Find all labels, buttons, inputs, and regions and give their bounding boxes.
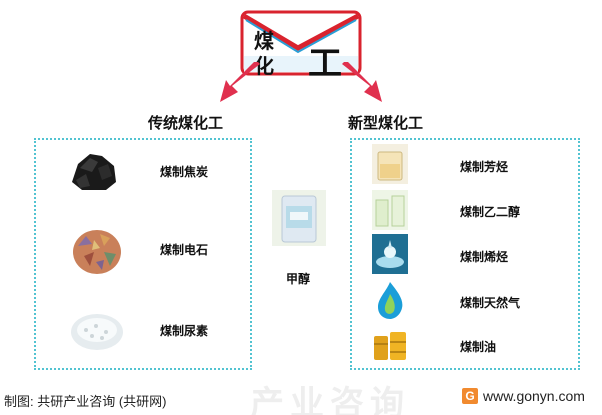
calcium-carbide-image [73,230,121,274]
methanol-bottle-image [272,190,326,246]
arrow-to-modern [342,62,382,102]
natural-gas-flame-icon [378,282,403,319]
ethylene-glycol-image [372,190,408,230]
label-coal-to-olefins: 煤制烯烃 [460,250,509,264]
brand-url: www.gonyn.com [483,388,585,404]
logo-char-chem: 化 [254,54,274,78]
label-coal-to-oil: 煤制油 [460,340,497,354]
modern-title: 新型煤化工 [348,114,424,132]
logo-char-industry: 工 [308,44,342,84]
arrow-to-traditional [220,62,260,102]
label-coal-to-glycol: 煤制乙二醇 [460,205,521,219]
modern-panel [350,138,580,370]
label-coal-to-aromatics: 煤制芳烃 [460,160,509,174]
urea-image [71,314,123,350]
traditional-panel [34,138,252,370]
label-coal-to-carbide: 煤制电石 [160,243,209,257]
background-watermark: 产业咨询 [250,384,410,415]
logo-char-coal: 煤 [254,29,274,53]
oil-barrels-image [374,332,406,360]
aromatics-image [372,144,408,184]
coke-image [72,154,116,190]
label-methanol: 甲醇 [286,272,311,286]
gonyn-logo-icon: G [462,388,478,404]
label-coal-to-coke: 煤制焦炭 [160,165,209,179]
traditional-title: 传统煤化工 [148,114,224,132]
brand-mark: G www.gonyn.com [462,386,600,406]
source-caption: 制图: 共研产业咨询 (共研网) [4,394,167,409]
label-coal-to-urea: 煤制尿素 [160,324,209,338]
olefins-image [372,234,408,274]
label-coal-to-natural-gas: 煤制天然气 [460,296,521,310]
coal-chemical-logo: 煤 化 工 [240,10,362,84]
